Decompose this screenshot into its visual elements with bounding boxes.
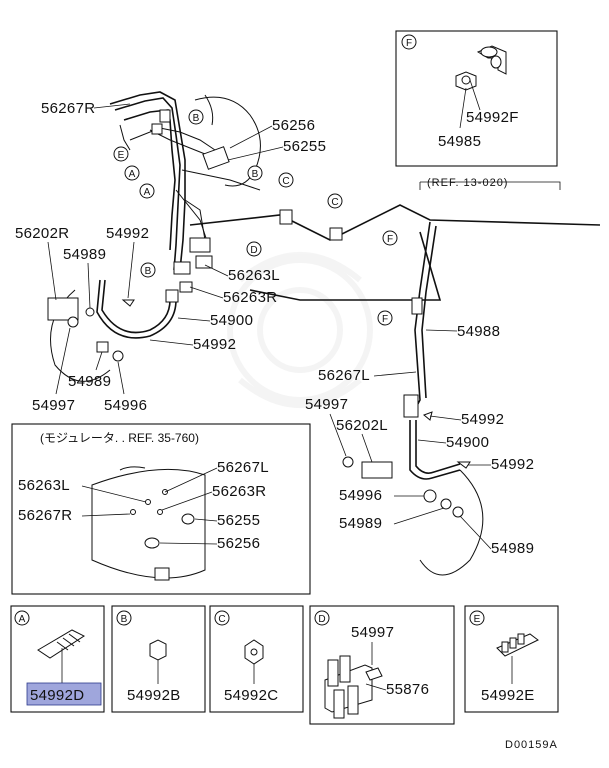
detail-box-d: D 54997 55876: [309, 605, 455, 725]
part-label-part-side: 55876: [386, 681, 429, 698]
part-label-p54985: 54985: [438, 133, 481, 150]
detail-box-b: B 54992B: [111, 605, 206, 713]
part-label-letter: A: [19, 614, 26, 625]
part-label-c: C: [331, 197, 338, 208]
part-label-e: E: [118, 150, 125, 161]
ref-13-020: (REF. 13-020): [419, 177, 561, 190]
part-label-p56256-top: 56256: [272, 117, 315, 134]
part-label-p56255-top: 56255: [283, 138, 326, 155]
detail-box-e: E 54992E: [464, 605, 559, 713]
part-label-p54996-l: 54996: [104, 397, 147, 414]
part-label-p54988: 54988: [457, 323, 500, 340]
part-label-c: C: [282, 176, 289, 187]
part-label-p54997-r: 54997: [305, 396, 348, 413]
reference-markers: B E A A B C C F D B F: [113, 109, 398, 326]
part-label-p56267l: 56267L: [217, 459, 269, 476]
part-label-d: D: [250, 245, 257, 256]
part-label-p56202l: 56202L: [336, 417, 388, 434]
part-label-part: 54992D: [30, 687, 84, 704]
part-label-b: B: [252, 169, 259, 180]
part-label-p54992-l1: 54992: [106, 225, 149, 242]
diagram-code: D00159A: [505, 739, 558, 751]
part-label-p56267l-r: 56267L: [318, 367, 370, 384]
part-label-p54989-r2: 54989: [491, 540, 534, 557]
part-label-f: F: [382, 314, 388, 325]
part-label-p56202r: 56202R: [15, 225, 69, 242]
watermark: [227, 252, 373, 408]
part-label-p54992-r2: 54992: [491, 456, 534, 473]
part-label-f: F: [387, 234, 393, 245]
part-label-letter: C: [218, 614, 225, 625]
part-label-p54996-r: 54996: [339, 487, 382, 504]
part-label-title: (モジュレータ. . REF. 35-760): [40, 431, 199, 445]
part-label-p54900-l: 54900: [210, 312, 253, 329]
part-label-a: A: [144, 187, 151, 198]
part-label-p54997-l: 54997: [32, 397, 75, 414]
part-label-b: B: [145, 266, 152, 277]
part-label-a: A: [129, 169, 136, 180]
part-label-part: 54992B: [127, 687, 181, 704]
detail-box-f: F 54992F 54985: [395, 30, 558, 167]
part-label-part: 54992C: [224, 687, 278, 704]
part-label-p54992-r1: 54992: [461, 411, 504, 428]
part-label-p54900-r: 54900: [446, 434, 489, 451]
part-label-p54989-l2: 54989: [68, 373, 111, 390]
part-label-p54989-r1: 54989: [339, 515, 382, 532]
part-label-f: F: [406, 38, 412, 49]
detail-box-a: A 54992D: [10, 605, 105, 713]
part-label-ref-main: (REF. 13-020): [427, 177, 508, 189]
part-label-part-top: 54997: [351, 624, 394, 641]
part-label-p56256: 56256: [217, 535, 260, 552]
detail-box-c: C 54992C: [209, 605, 304, 713]
part-label-p56263l-top: 56263L: [228, 267, 280, 284]
part-label-p56263l: 56263L: [18, 477, 70, 494]
modulator-box: (モジュレータ. . REF. 35-760) 56263L 56267L 56…: [11, 423, 311, 595]
part-label-p54989-l1: 54989: [63, 246, 106, 263]
part-label-p54992f: 54992F: [466, 109, 519, 126]
part-label-letter: D: [318, 614, 325, 625]
part-label-p56267r: 56267R: [18, 507, 72, 524]
part-label-letter: B: [121, 614, 128, 625]
part-label-p56255: 56255: [217, 512, 260, 529]
part-label-b: B: [193, 113, 200, 124]
part-label-p56263r-top: 56263R: [223, 289, 277, 306]
main-part-labels: 56267R 56256 56255 56202R 54992 54989 56…: [15, 100, 534, 557]
part-label-p54992-l2: 54992: [193, 336, 236, 353]
main-brake-lines: [47, 91, 601, 576]
part-label-letter: E: [474, 614, 481, 625]
part-label-p56267r-top: 56267R: [41, 100, 95, 117]
part-label-p56263r: 56263R: [212, 483, 266, 500]
part-label-part: 54992E: [481, 687, 535, 704]
